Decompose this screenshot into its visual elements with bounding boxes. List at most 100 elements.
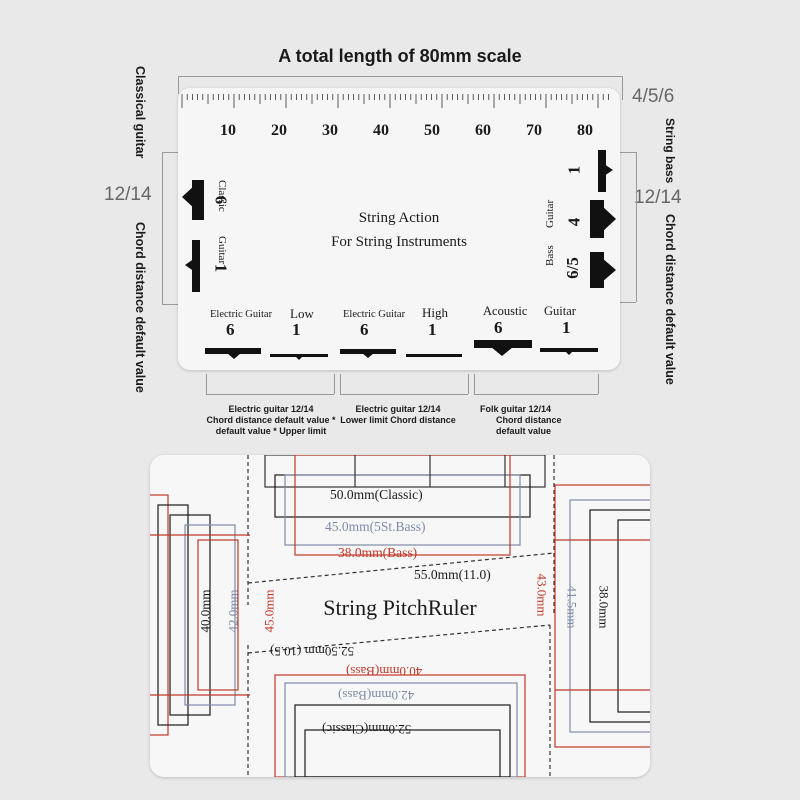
caption-bracket-3b xyxy=(474,394,598,395)
acoustic-1-gauge xyxy=(540,348,598,352)
bass-guitar-label: Guitar xyxy=(544,199,556,228)
right-bracket-top xyxy=(620,152,636,153)
dim-42-left: 42.0mm xyxy=(225,589,241,633)
electric-high-1-gauge xyxy=(406,354,462,357)
ruler-label: 80 xyxy=(577,122,593,139)
classic-6-arrow-icon xyxy=(182,184,196,210)
bass-65-gauge xyxy=(590,252,604,288)
electric-low-value-1: 1 xyxy=(292,320,301,339)
caption-bracket-1c xyxy=(334,374,335,394)
page-title: A total length of 80mm scale xyxy=(278,46,522,66)
classic-label: Classic xyxy=(216,180,228,212)
electric-low-1-arrow-icon xyxy=(295,356,303,360)
string-action-title: String Action xyxy=(358,210,440,226)
caption-bracket-1a xyxy=(206,374,207,394)
dim-55: 55.0mm(11.0) xyxy=(414,567,491,582)
caption-left-line2: Chord distance default value * xyxy=(206,415,336,425)
dim-45-5st-bass: 45.0mm(5St.Bass) xyxy=(325,519,426,534)
classic-1-arrow-icon xyxy=(185,258,195,272)
caption-right-line2: Chord distance xyxy=(496,415,562,425)
right-bracket-bottom xyxy=(620,302,636,303)
acoustic-value-1: 1 xyxy=(562,318,571,337)
electric-high-suffix: High xyxy=(422,305,448,320)
electric-low-label: Electric Guitar xyxy=(210,309,273,320)
electric-high-value-6: 6 xyxy=(360,320,369,339)
caption-right-line3: default value xyxy=(496,426,552,436)
bass-value-1: 1 xyxy=(564,165,584,175)
left-fret-value: 12/14 xyxy=(104,184,152,205)
electric-low-6-arrow-icon xyxy=(227,353,241,359)
caption-middle-line1: Electric guitar 12/14 xyxy=(355,404,441,414)
string-pitch-ruler-card: 50.0mm(Classic) 45.0mm(5St.Bass) 38.0mm(… xyxy=(150,455,650,777)
string-action-card: 10 20 30 40 50 60 70 80 6 1 Classic Guitar Stri… xyxy=(178,88,620,370)
electric-low-6-gauge xyxy=(205,348,261,354)
bass-value-65: 6/5 xyxy=(562,257,582,279)
dim-525: 52.50mm (10.5) xyxy=(270,644,355,659)
classic-1-gauge-left xyxy=(192,240,200,292)
electric-high-label: Electric Guitar xyxy=(343,309,406,320)
dim-45-left: 45.0mm xyxy=(261,589,277,633)
electric-high-6-gauge xyxy=(340,349,396,354)
string-action-subtitle: For String Instruments xyxy=(331,234,467,250)
acoustic-guitar-label: Guitar xyxy=(544,304,576,318)
ruler-label: 70 xyxy=(526,122,542,139)
dim-40-bass: 40.0mm(Bass) xyxy=(346,664,423,679)
acoustic-value-6: 6 xyxy=(494,318,503,337)
left-bracket-vertical xyxy=(162,152,163,304)
caption-bracket-2b xyxy=(340,394,468,395)
caption-bracket-1b xyxy=(206,394,334,395)
ruler-label: 40 xyxy=(373,122,389,139)
string-bass-label: String bass xyxy=(663,118,677,184)
acoustic-label: Acoustic xyxy=(483,304,528,318)
ruler-label: 60 xyxy=(475,122,491,139)
bass-1-arrow-icon xyxy=(601,162,613,178)
acoustic-1-arrow-icon xyxy=(565,351,573,355)
ruler-scale xyxy=(181,94,609,108)
scale-bracket-left xyxy=(178,76,179,94)
electric-low-1-gauge xyxy=(270,354,328,357)
ruler-label: 50 xyxy=(424,122,440,139)
dim-41-right: 41.5mm xyxy=(564,585,580,629)
dim-38-bass: 38.0mm(Bass) xyxy=(338,545,418,560)
bass-4-gauge xyxy=(590,200,604,238)
bass-65-arrow-icon xyxy=(602,258,616,282)
electric-high-6-arrow-icon xyxy=(362,353,374,358)
ruler-label: 20 xyxy=(271,122,287,139)
right-fret-value: 12/14 xyxy=(634,187,682,208)
caption-bracket-3a xyxy=(474,374,475,394)
caption-electric-upper: Electric guitar 12/14 Chord distance def… xyxy=(196,404,346,437)
ruler-label: 10 xyxy=(220,122,236,139)
dim-42-bass: 42.0mm(Bass) xyxy=(338,688,415,703)
left-bracket-bottom xyxy=(162,304,178,305)
dim-40-left: 40.0mm xyxy=(197,589,213,633)
ruler-label: 30 xyxy=(322,122,338,139)
caption-left-line3: default value * Upper limit xyxy=(215,426,327,436)
caption-left-line1: Electric guitar 12/14 xyxy=(228,404,314,414)
right-scale-values: 4/5/6 xyxy=(632,86,675,107)
left-bracket-top xyxy=(162,152,178,153)
chord-distance-label-right: Chord distance default value xyxy=(663,214,677,385)
pitch-ruler-title: String PitchRuler xyxy=(323,595,477,620)
electric-low-value-6: 6 xyxy=(226,320,235,339)
caption-bracket-2a xyxy=(340,374,341,394)
bass-label: Bass xyxy=(544,245,556,266)
scale-bracket-right xyxy=(622,76,623,100)
caption-bracket-2c xyxy=(468,374,469,394)
classic-value-1: 1 xyxy=(211,263,231,273)
classical-guitar-label: Classical guitar xyxy=(133,66,147,159)
dim-38-right: 38.0mm xyxy=(596,585,612,629)
bass-4-arrow-icon xyxy=(602,206,616,232)
caption-bracket-3c xyxy=(598,374,599,394)
dim-43-right: 43.0mm xyxy=(534,573,550,617)
pitch-ruler-lines xyxy=(150,455,650,777)
acoustic-6-gauge xyxy=(474,340,532,348)
electric-low-suffix: Low xyxy=(290,306,314,321)
dim-52-classic: 52.0mm(Classic) xyxy=(322,722,412,737)
chord-distance-label-left: Chord distance default value xyxy=(133,222,147,393)
scale-bracket-top xyxy=(178,76,622,77)
dim-50-classic: 50.0mm(Classic) xyxy=(330,487,423,502)
caption-middle-line2: Lower limit Chord distance xyxy=(340,415,456,425)
caption-right-line1: Folk guitar 12/14 xyxy=(480,404,552,414)
caption-folk: Folk guitar 12/14 Chord distance default… xyxy=(480,404,580,437)
caption-electric-lower: Electric guitar 12/14 Lower limit Chord … xyxy=(336,404,460,426)
